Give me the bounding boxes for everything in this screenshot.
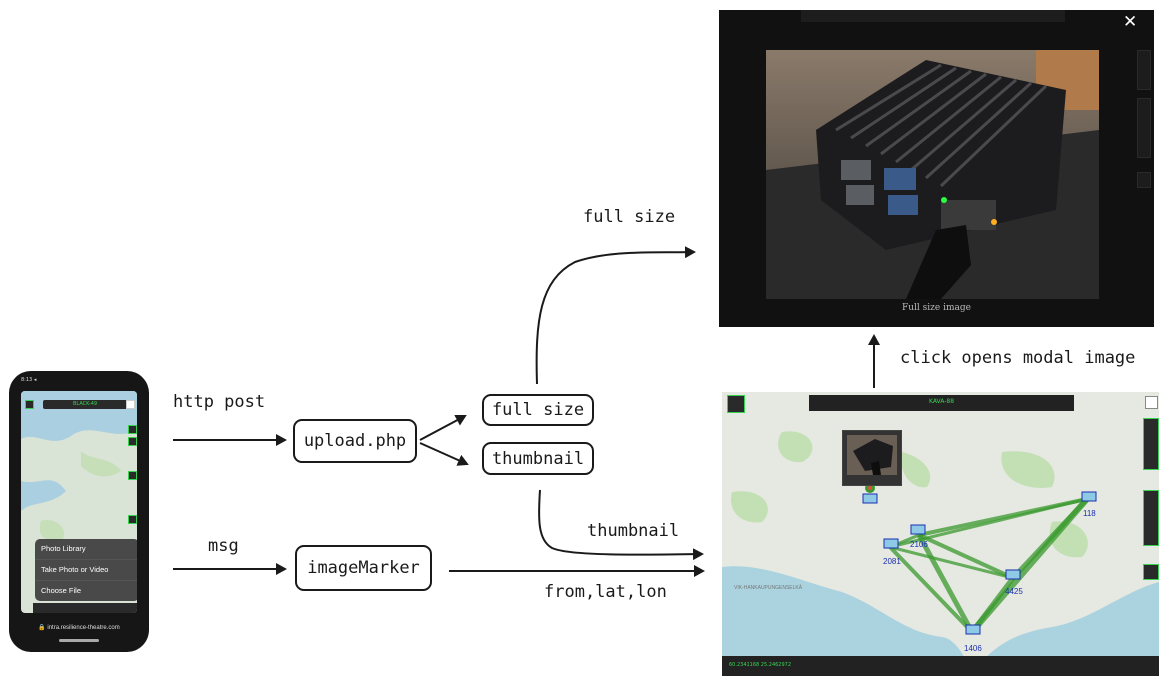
menu-choose-file[interactable]: Choose File [41, 586, 82, 595]
phone-zoom-in-button[interactable] [128, 425, 137, 434]
node-label-2106: 2106 [910, 540, 928, 549]
phone-bottom-bar [33, 603, 137, 613]
full-size-image [766, 50, 1099, 299]
node-icon-4425 [1005, 569, 1021, 580]
phone-zoom-out-button[interactable] [128, 437, 137, 446]
image-marker-box: imageMarker [295, 545, 432, 591]
label-msg: msg [208, 536, 239, 556]
full-size-box: full size [482, 394, 594, 426]
phone-url-bar: 🔒 intra.resilience-theatre.com [38, 625, 120, 631]
map-footer-bar: 60.2341168 25.2462972 [722, 656, 1159, 676]
node-icon-1406 [965, 624, 981, 635]
map-locate-button[interactable] [1145, 396, 1158, 409]
arrow-upload-fullsize [419, 414, 467, 441]
modal-top-bar [801, 10, 1065, 22]
arrow-thumbnail-map [538, 489, 704, 561]
thumbnail-box: thumbnail [482, 442, 594, 475]
menu-photo-library[interactable]: Photo Library [35, 539, 137, 560]
phone-title: BLACK-49 [73, 401, 98, 407]
map-place-label: VIK-HANKAUPUNGENSELKÄ [734, 585, 803, 591]
modal-side-panel [1137, 50, 1151, 90]
map-canvas [722, 431, 1159, 676]
phone-top-bar: BLACK-49 [43, 400, 133, 409]
map-coordinates: 60.2341168 25.2462972 [729, 662, 792, 668]
menu-take-photo[interactable]: Take Photo or Video [35, 560, 137, 581]
arrow-upload-thumbnail [419, 442, 469, 466]
thumbnail-image [847, 435, 897, 475]
phone-refresh-button[interactable] [25, 400, 34, 409]
label-from-lat-lon: from,lat,lon [544, 582, 667, 602]
phone-home-indicator [59, 639, 99, 642]
modal-caption: Full size image [902, 303, 971, 313]
close-icon[interactable]: ✕ [1123, 12, 1138, 32]
map-camera-button[interactable] [1143, 564, 1159, 580]
phone-mockup: 8:13 ◂ BLACK-49 Photo Library Take Photo… [9, 371, 149, 652]
map-zoom-panel[interactable] [1143, 418, 1159, 470]
label-thumbnail-arrow: thumbnail [587, 521, 680, 541]
phone-locate-button[interactable] [126, 400, 135, 409]
arrow-fullsize-modal [535, 246, 696, 385]
phone-layer-button[interactable] [128, 471, 137, 480]
phone-status-bar: 8:13 ◂ [21, 377, 37, 383]
map-header-bar: KAVA-88 [809, 395, 1074, 411]
node-label-1406: 1406 [964, 644, 982, 653]
map-refresh-button[interactable] [727, 395, 745, 413]
label-click-opens: click opens modal image [900, 348, 1136, 368]
modal-side-panel-3 [1137, 172, 1151, 188]
map-layers-panel[interactable] [1143, 490, 1159, 546]
node-label-4425: 4425 [1005, 587, 1023, 596]
node-icon-2106 [910, 524, 926, 535]
node-label-118: 118 [1083, 509, 1096, 518]
phone-action-sheet: Photo Library Take Photo or Video Choose… [35, 539, 137, 601]
phone-camera-button[interactable] [128, 515, 137, 524]
label-full-size-top: full size [583, 207, 676, 227]
map-screenshot: KAVA-88 118 2106 2081 4425 1406 VIK-HANK… [722, 392, 1159, 676]
node-icon-2081 [883, 538, 899, 549]
raspberry-pi-photo [766, 50, 1099, 299]
thumbnail-popup[interactable] [842, 430, 902, 486]
map-title: KAVA-88 [929, 398, 955, 405]
label-http-post: http post [173, 392, 266, 412]
phone-screen: BLACK-49 Photo Library Take Photo or Vid… [21, 391, 137, 613]
modal-side-panel-2 [1137, 98, 1151, 158]
image-marker-icon [862, 493, 878, 504]
node-icon-118 [1081, 491, 1097, 502]
upload-php-box: upload.php [293, 419, 417, 463]
modal-screenshot: ✕ Ful [719, 10, 1154, 327]
node-label-2081: 2081 [883, 557, 901, 566]
